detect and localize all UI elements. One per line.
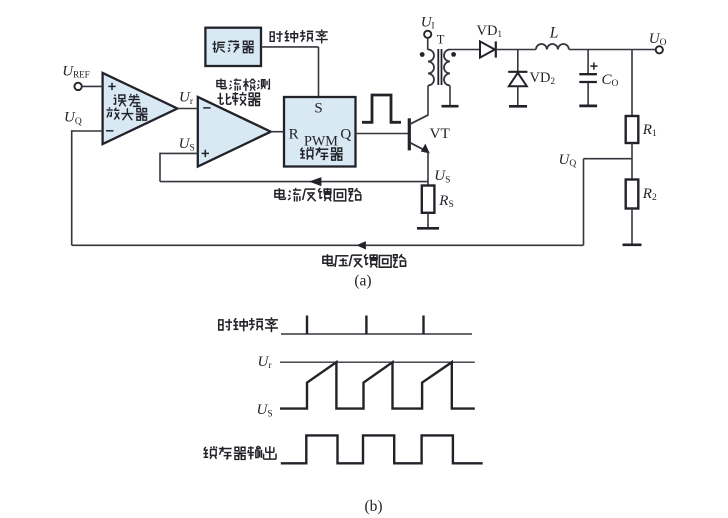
svg-text:R1: R1	[642, 122, 657, 139]
svg-text:R: R	[289, 126, 299, 142]
svg-text:US: US	[179, 136, 195, 153]
svg-text:VD2: VD2	[530, 70, 555, 86]
svg-text:UREF: UREF	[62, 64, 89, 80]
svg-text:(a): (a)	[354, 272, 371, 289]
svg-text:UO: UO	[649, 31, 667, 48]
svg-text:Q: Q	[340, 126, 351, 142]
svg-text:US: US	[257, 402, 273, 419]
svg-text:US: US	[434, 168, 450, 185]
svg-text:Ur: Ur	[258, 354, 273, 371]
svg-text:UQ: UQ	[64, 109, 82, 126]
svg-text:VT: VT	[430, 125, 451, 142]
svg-text:VD1: VD1	[477, 23, 502, 39]
svg-text:RS: RS	[438, 193, 453, 210]
svg-text:PWM: PWM	[304, 134, 338, 150]
svg-text:R2: R2	[642, 186, 657, 203]
svg-text:CO: CO	[602, 72, 619, 89]
svg-text:T: T	[437, 33, 445, 47]
svg-text:UI: UI	[421, 15, 435, 31]
svg-text:Ur: Ur	[179, 90, 194, 107]
svg-text:UQ: UQ	[559, 152, 577, 169]
svg-text:S: S	[314, 101, 322, 117]
svg-text:(b): (b)	[364, 498, 382, 515]
svg-text:L: L	[549, 24, 559, 41]
